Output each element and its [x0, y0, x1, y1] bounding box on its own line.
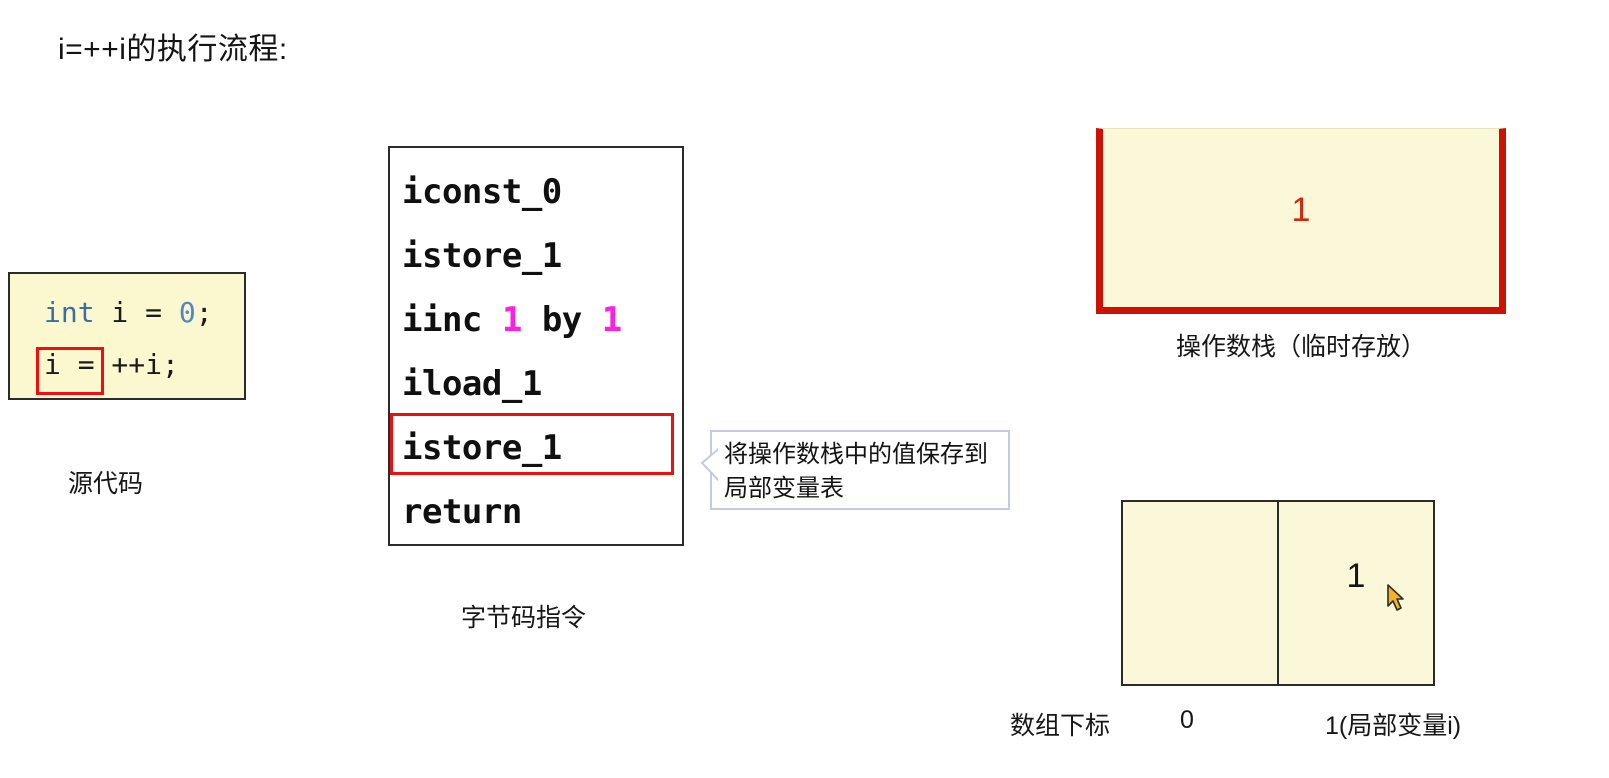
callout-tail-icon: [700, 445, 722, 485]
source-code-box: int i = 0; i = ++i;: [8, 272, 246, 400]
source-code-line-2: i = ++i;: [44, 348, 179, 381]
bytecode-line-iload1: iload_1: [402, 364, 542, 404]
bytecode-iinc-op: iinc: [402, 300, 502, 340]
bytecode-label: 字节码指令: [461, 604, 587, 632]
lvt-slot-0: [1123, 502, 1277, 684]
bytecode-line-istore1-second: istore_1: [402, 428, 562, 468]
page-title: i=++i的执行流程:: [58, 33, 288, 66]
source-keyword-int: int: [44, 296, 95, 329]
source-line1-mid: i =: [94, 296, 179, 329]
bytecode-line-return: return: [402, 492, 522, 532]
lvt-slot-0-label: 0: [1180, 706, 1194, 734]
bytecode-line-iconst0: iconst_0: [402, 172, 562, 212]
bytecode-line-istore1-first: istore_1: [402, 236, 562, 276]
bytecode-iinc-mid: by: [521, 300, 602, 340]
source-highlight-box: [36, 347, 104, 395]
callout-body: [710, 430, 1010, 510]
operand-stack-label: 操作数栈（临时存放）: [1175, 333, 1426, 361]
bytecode-instruction-list: iconst_0 istore_1 iinc 1 by 1 iload_1 is…: [402, 160, 692, 544]
source-literal-zero: 0: [178, 296, 196, 329]
source-line1-end: ;: [195, 296, 213, 329]
bytecode-highlight-box: [390, 413, 674, 475]
lvt-index-label: 数组下标: [1010, 712, 1111, 740]
bytecode-box: [388, 146, 684, 546]
callout-text: 将操作数栈中的值保存到局部变量表: [724, 441, 988, 502]
bytecode-iinc-arg2: 1: [601, 300, 622, 340]
callout-annotation: 将操作数栈中的值保存到局部变量表: [700, 430, 1010, 510]
bytecode-line-iinc: iinc 1 by 1: [402, 288, 692, 352]
local-variable-table-labels: 数组下标 0 1(局部变量i): [1000, 706, 1500, 740]
lvt-slot-1-value: 1: [1346, 557, 1366, 595]
lvt-slot-1-label: 1(局部变量i): [1325, 712, 1462, 740]
local-variable-table: 1: [1121, 500, 1435, 686]
source-code-label: 源代码: [68, 470, 144, 498]
operand-stack-value: 1: [1291, 191, 1311, 229]
bytecode-iinc-arg1: 1: [501, 300, 522, 340]
operand-stack-box: [1096, 128, 1506, 314]
source-code-line-1: int i = 0;: [44, 296, 213, 329]
lvt-slot-1: 1: [1277, 502, 1433, 684]
